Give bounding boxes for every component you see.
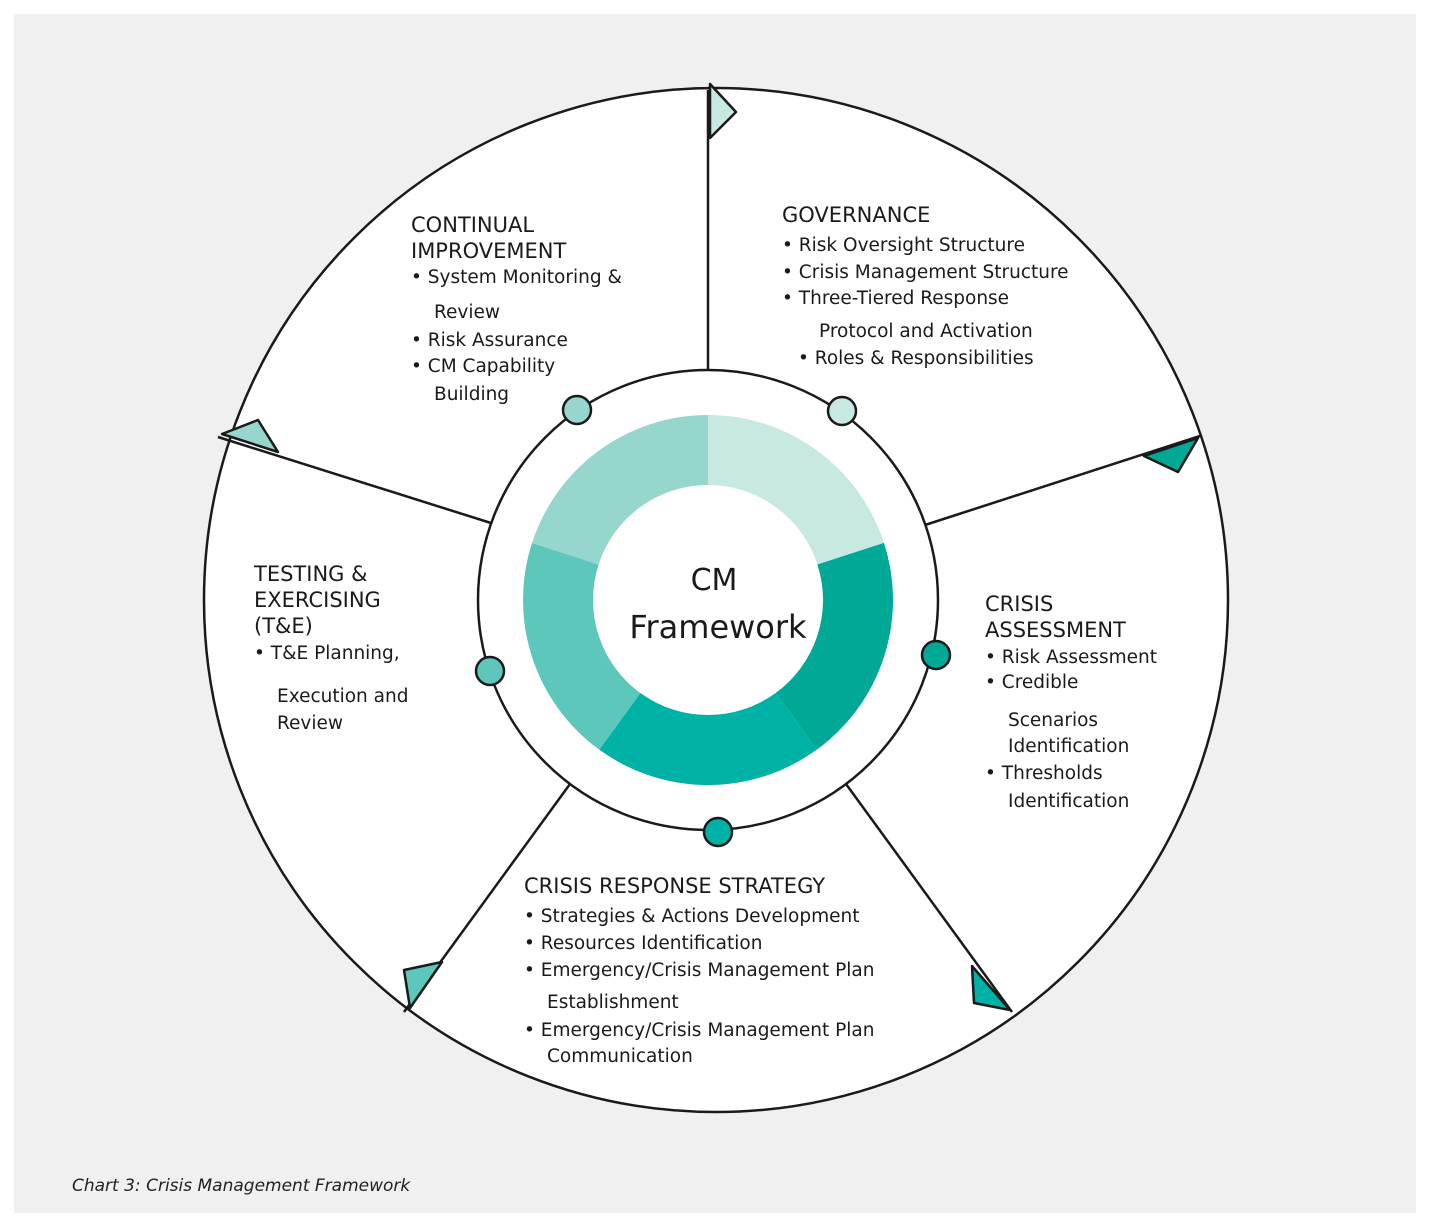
- arrowhead-bottom-right: [970, 964, 1012, 1012]
- center-label-line1: CM: [691, 563, 738, 598]
- segment-item: • Resources Identification: [524, 933, 762, 954]
- segment-title: IMPROVEMENT: [411, 239, 566, 263]
- chart-caption: Chart 3: Crisis Management Framework: [72, 1176, 410, 1196]
- segment-testing-exercising: TESTING &EXERCISING(T&E) • T&E Planning, E…: [253, 562, 408, 734]
- separator-right: [924, 434, 1201, 527]
- dot-crisis-assessment: [920, 639, 952, 671]
- segment-item: Establishment: [547, 992, 679, 1013]
- segment-item: • Three-Tiered Response: [782, 288, 1009, 309]
- segment-item: • CM Capability: [411, 356, 555, 377]
- segment-title: CONTINUAL: [411, 213, 534, 237]
- arrowhead-top: [708, 82, 738, 140]
- segment-item: Building: [434, 384, 509, 405]
- dot-crisis-response: [702, 816, 734, 848]
- dot-testing: [474, 655, 506, 687]
- cm-framework-diagram: CM Framework GOVERNANCE • Risk Oversight …: [202, 82, 1230, 1114]
- segment-item: • System Monitoring &: [411, 267, 622, 288]
- segment-title: CRISIS RESPONSE STRATEGY: [524, 874, 825, 898]
- ring-segment-crisis-response: [599, 693, 817, 786]
- center-label-line2: Framework: [629, 608, 807, 646]
- segment-title: GOVERNANCE: [782, 203, 930, 227]
- segment-item: Communication: [547, 1046, 693, 1067]
- ring-segment-testing: [523, 542, 641, 750]
- ring-segment-crisis-assessment: [775, 542, 893, 750]
- framework-ring: [523, 415, 893, 786]
- segment-item: • Emergency/Crisis Management Plan: [524, 960, 874, 981]
- segment-crisis-response-strategy: CRISIS RESPONSE STRATEGY • Strategies & A…: [524, 874, 874, 1067]
- segment-item: Scenarios: [1008, 710, 1098, 731]
- segment-title: ASSESSMENT: [985, 618, 1126, 642]
- segment-item: • Thresholds: [985, 763, 1103, 784]
- dot-improvement: [561, 394, 593, 426]
- segment-item: Protocol and Activation: [819, 321, 1033, 342]
- segment-governance: GOVERNANCE • Risk Oversight Structure • Cr…: [782, 203, 1069, 369]
- segment-item: Identification: [1008, 791, 1129, 812]
- diagram-frame: CM Framework GOVERNANCE • Risk Oversight …: [14, 14, 1416, 1213]
- segment-title: CRISIS: [985, 592, 1053, 616]
- segment-labels: GOVERNANCE • Risk Oversight Structure • Cr…: [253, 203, 1157, 1067]
- separator-bottom-right: [844, 783, 1014, 1013]
- arrowhead-left: [220, 418, 280, 454]
- segment-item: • Roles & Responsibilities: [798, 348, 1034, 369]
- segment-title: (T&E): [254, 614, 313, 638]
- cycle-markers: [220, 82, 1200, 1012]
- segment-separators: [217, 90, 1201, 1013]
- segment-item: • Risk Oversight Structure: [782, 235, 1025, 256]
- segment-title: TESTING &: [253, 562, 367, 586]
- segment-item: • Crisis Management Structure: [782, 262, 1069, 283]
- dot-governance: [826, 395, 858, 427]
- segment-item: Review: [434, 302, 500, 323]
- segment-item: • Credible: [985, 672, 1078, 693]
- segment-item: Execution and: [277, 686, 408, 707]
- ring-segment-improvement: [532, 415, 708, 565]
- segment-item: Review: [277, 713, 343, 734]
- segment-title: EXERCISING: [254, 588, 381, 612]
- segment-item: • Strategies & Actions Development: [524, 906, 859, 927]
- arrowhead-bottom-left: [402, 960, 444, 1010]
- segment-item: • T&E Planning,: [254, 643, 400, 664]
- segment-item: Identification: [1008, 736, 1129, 757]
- segment-item: • Risk Assurance: [411, 330, 568, 351]
- segment-item: • Emergency/Crisis Management Plan: [524, 1020, 874, 1041]
- caption-text: Crisis Management Framework: [146, 1176, 411, 1196]
- segment-item: • Risk Assessment: [985, 647, 1157, 668]
- arrowhead-right: [1142, 436, 1200, 474]
- caption-prefix: Chart 3:: [72, 1176, 141, 1196]
- ring-segment-governance: [708, 415, 884, 565]
- separator-left: [217, 435, 492, 525]
